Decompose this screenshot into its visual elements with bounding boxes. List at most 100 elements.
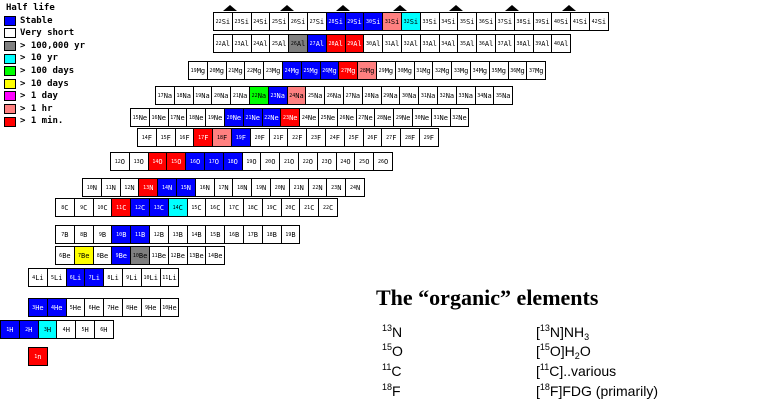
element-symbol: O bbox=[158, 157, 163, 166]
legend-item: > 1 day bbox=[4, 90, 85, 103]
isotope-mass: 18 bbox=[382, 382, 393, 392]
element-symbol: O bbox=[177, 157, 182, 166]
element-symbol: B bbox=[140, 230, 146, 239]
element-symbol: Si bbox=[578, 17, 588, 26]
element-symbol: Li bbox=[129, 273, 138, 282]
legend-label: Stable bbox=[20, 15, 53, 26]
element-symbol: Ne bbox=[195, 113, 204, 122]
element-symbol: O bbox=[233, 157, 238, 166]
element-symbol: Be bbox=[138, 251, 148, 260]
element-symbol: C bbox=[140, 203, 146, 212]
element-symbol: Si bbox=[522, 17, 531, 26]
compound-part: O bbox=[579, 343, 591, 359]
element-symbol: Ne bbox=[420, 113, 430, 122]
element-symbol: Ne bbox=[345, 113, 354, 122]
element-symbol: Na bbox=[502, 91, 511, 100]
element-symbol: Si bbox=[447, 17, 456, 26]
element-symbol: C bbox=[103, 203, 108, 212]
element-symbol: O bbox=[346, 157, 351, 166]
compound-part: [ bbox=[536, 324, 540, 340]
element-symbol: Al bbox=[447, 39, 456, 48]
element-symbol: Be bbox=[195, 251, 204, 260]
continuation-arrow-icon bbox=[561, 5, 576, 11]
element-symbol: Mg bbox=[234, 66, 243, 75]
legend-item: > 1 hr bbox=[4, 103, 85, 116]
legend-swatch bbox=[4, 104, 16, 115]
element-symbol: F bbox=[204, 133, 209, 142]
isotope-mass: 15 bbox=[382, 342, 393, 352]
element-symbol: Na bbox=[483, 91, 492, 100]
legend-swatch bbox=[4, 15, 16, 26]
element-symbol: N bbox=[186, 183, 192, 192]
element-symbol: Mg bbox=[384, 66, 394, 75]
element-symbol: Si bbox=[315, 17, 325, 26]
element-symbol: Mg bbox=[459, 66, 469, 75]
element-symbol: Si bbox=[503, 17, 513, 26]
element-symbol: O bbox=[252, 157, 257, 166]
element-symbol: Si bbox=[296, 17, 306, 26]
element-symbol: Mg bbox=[215, 66, 224, 75]
element-symbol: N bbox=[318, 183, 323, 192]
element-symbol: Ne bbox=[401, 113, 411, 122]
element-symbol: Si bbox=[278, 17, 287, 26]
legend-label: > 1 hr bbox=[20, 103, 53, 114]
element-symbol: C bbox=[253, 203, 259, 212]
element-symbol: H bbox=[28, 325, 33, 334]
element-symbol: Ne bbox=[364, 113, 373, 122]
element-symbol: Na bbox=[408, 91, 417, 100]
element-symbol: N bbox=[149, 183, 154, 192]
element-symbol: C bbox=[310, 203, 315, 212]
element-symbol: O bbox=[365, 157, 370, 166]
element-symbol: Be bbox=[157, 251, 167, 260]
element-symbol: F bbox=[392, 133, 397, 142]
isotope-mass: 11 bbox=[382, 362, 392, 372]
element-symbol: Na bbox=[314, 91, 323, 100]
isotope-label: 13N bbox=[382, 324, 402, 341]
element-symbol: Si bbox=[541, 17, 550, 26]
element-symbol: Mg bbox=[441, 66, 450, 75]
